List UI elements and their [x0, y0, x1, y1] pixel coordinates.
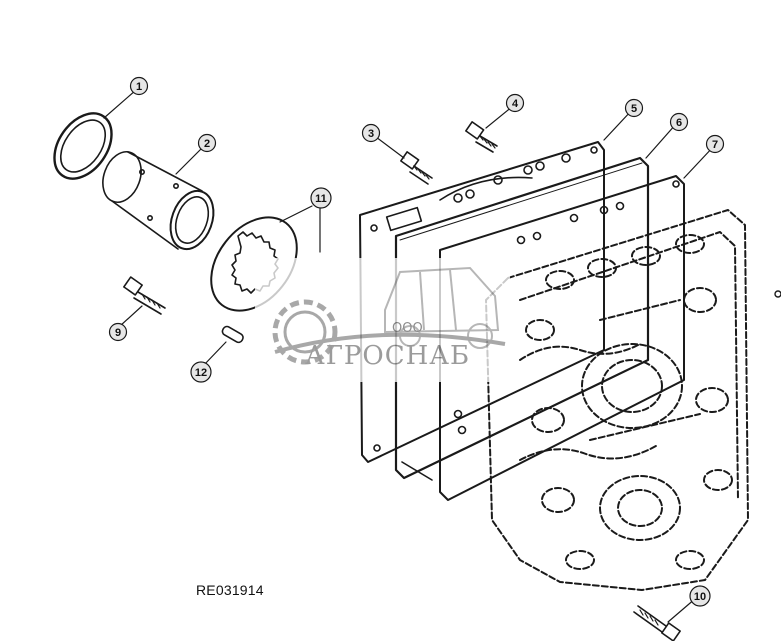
callout-bubble [190, 361, 212, 383]
callout-bubble [197, 133, 217, 153]
callout-12: 12 [190, 361, 212, 383]
callout-9: 9 [108, 322, 128, 342]
callout-1: 1 [129, 76, 149, 96]
callout-3: 3 [361, 123, 381, 143]
watermark-name: АГРОСНАБ [305, 341, 470, 371]
part-4-bolt [465, 121, 498, 153]
callout-number: 4 [512, 98, 519, 110]
callout-number: 9 [115, 327, 121, 339]
part-1-seal-ring [53, 112, 113, 180]
callout-6: 6 [669, 112, 689, 132]
callout-number: 1 [136, 81, 142, 93]
callout-number: 7 [712, 139, 718, 151]
callout-number: 11 [315, 193, 327, 205]
callout-5: 5 [624, 98, 644, 118]
callout-10: 10 [689, 585, 711, 607]
callout-bubble [310, 187, 332, 209]
part-7-gasket [439, 175, 685, 501]
part-12-pin [221, 325, 244, 344]
callout-bubble [108, 322, 128, 342]
watermark-prefix: ООО [392, 321, 423, 336]
diagram-reference-code: RE031914 [196, 582, 264, 598]
callout-2: 2 [197, 133, 217, 153]
callout-bubble [624, 98, 644, 118]
callout-bubble [129, 76, 149, 96]
part-3-bolt [400, 151, 433, 185]
callout-number: 2 [204, 138, 210, 150]
callout-bubble [669, 112, 689, 132]
combine-harvester-icon [384, 266, 500, 349]
callout-4: 4 [505, 93, 525, 113]
part-6-separator-plate [394, 156, 650, 481]
part-5-plate [359, 141, 605, 463]
callout-number: 5 [631, 103, 637, 115]
callout-number: 3 [368, 128, 374, 140]
part-9-bolt [123, 276, 166, 315]
callout-bubble [705, 134, 725, 154]
gear-logo-icon [272, 299, 338, 365]
callout-bubble [505, 93, 525, 113]
callout-7: 7 [705, 134, 725, 154]
part-10-bolt [633, 605, 681, 641]
callout-11: 11 [310, 187, 332, 209]
valve-housing [485, 209, 749, 591]
callout-number: 10 [694, 591, 706, 603]
callout-number: 6 [676, 117, 682, 129]
callout-number: 12 [195, 367, 207, 379]
part-2-sleeve [102, 151, 215, 251]
watermark: ООО АГРОСНАБ [255, 258, 510, 382]
callout-bubble [689, 585, 711, 607]
callout-bubble [361, 123, 381, 143]
